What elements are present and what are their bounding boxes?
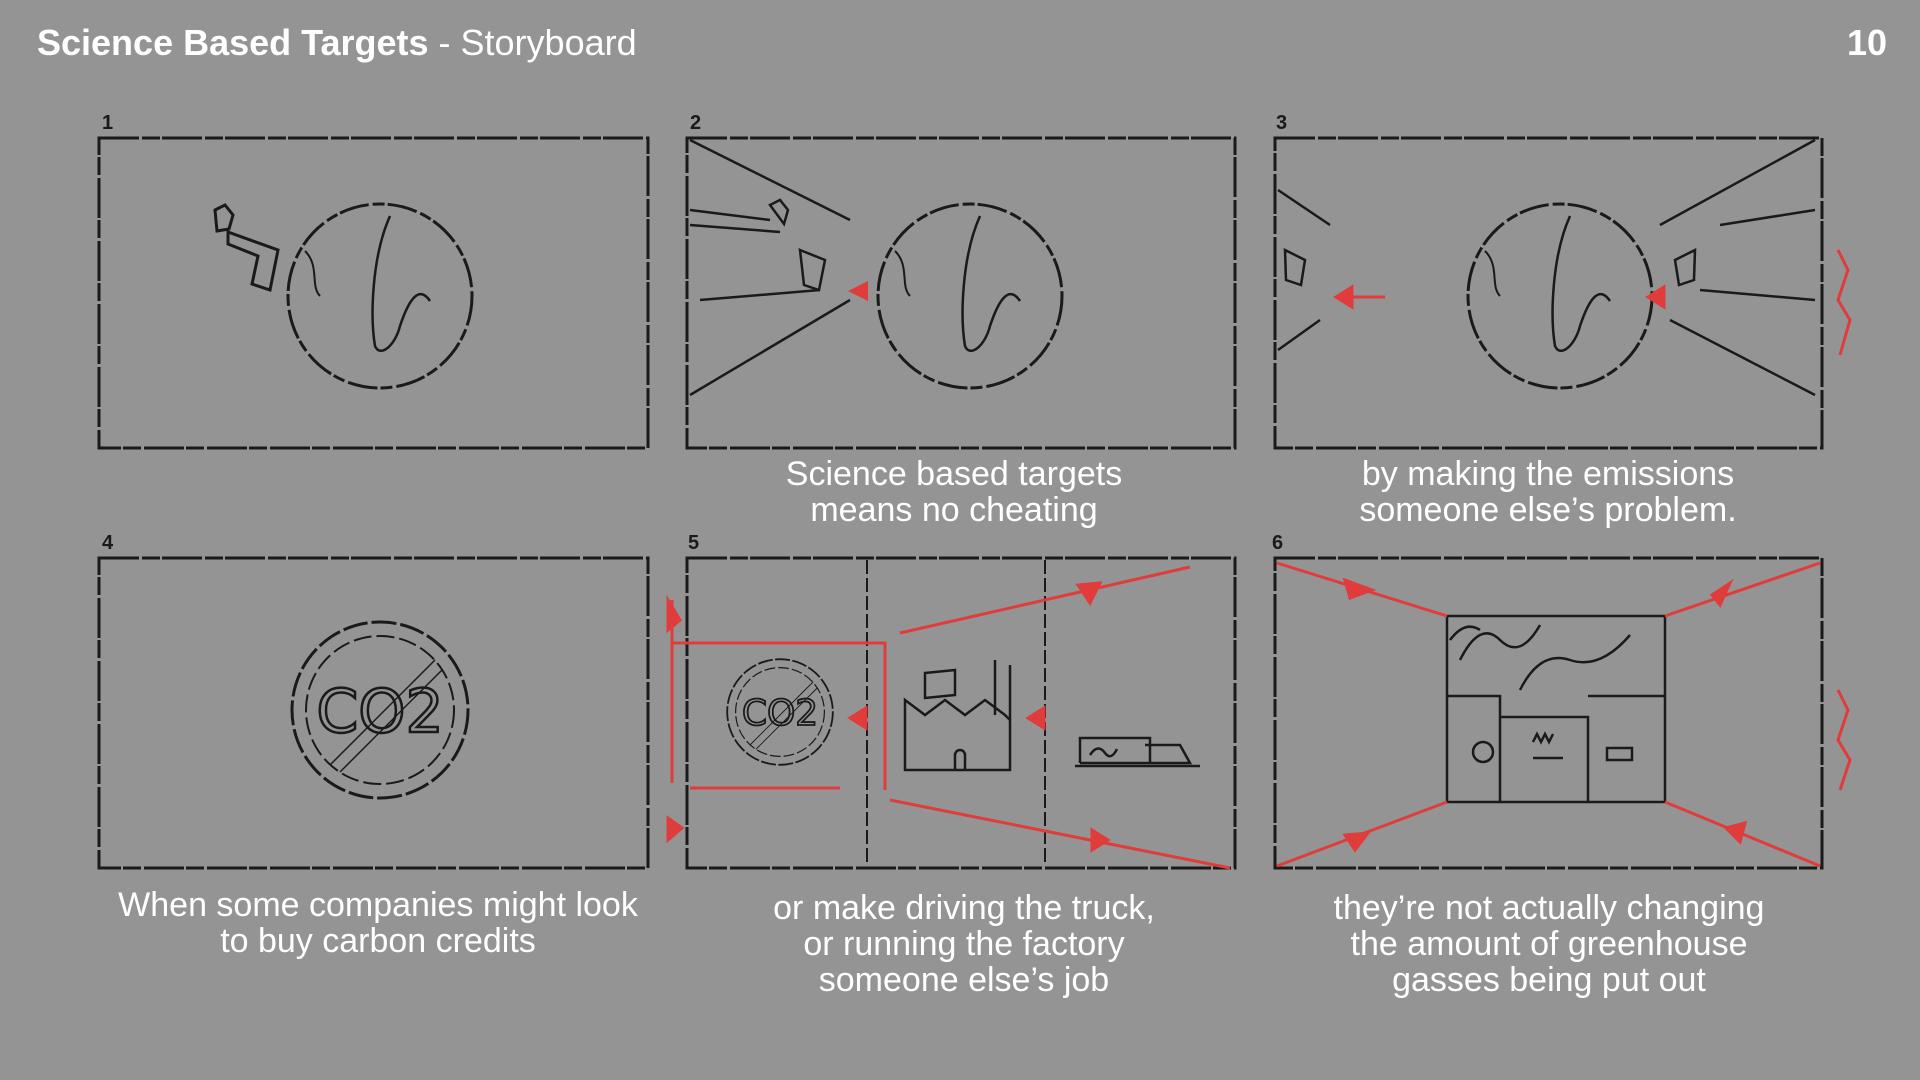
- panel-3-number: 3: [1276, 112, 1288, 134]
- panel-5-factory-sketch: [903, 660, 1012, 772]
- panel-2-frame: [685, 136, 1237, 450]
- panel-3-frame: [1273, 136, 1824, 450]
- panel-1-globe-sketch: [286, 202, 474, 390]
- caption-line: someone else’s problem.: [1359, 491, 1737, 529]
- panel-1-number: 1: [102, 112, 114, 134]
- panel-3-globe-sketch: [1466, 202, 1654, 390]
- panel-6-frame: [1273, 556, 1824, 870]
- panel-5-frame: [685, 556, 1237, 870]
- svg-text:CO2: CO2: [316, 677, 443, 747]
- panel-4-coin-sketch: CO2: [290, 620, 470, 800]
- panel-3-caption: by making the emissions someone else’s p…: [1248, 456, 1848, 528]
- panel-5-arrows: [666, 565, 1231, 870]
- panel-3-hands-sketch: [1277, 138, 1816, 397]
- panel-6-number: 6: [1272, 532, 1284, 554]
- caption-line: they’re not actually changing: [1333, 889, 1765, 927]
- title-bold: Science Based Targets: [37, 22, 429, 63]
- caption-line: by making the emissions: [1361, 455, 1735, 493]
- caption-line: someone else’s job: [818, 961, 1110, 999]
- caption-line: the amount of greenhouse: [1350, 925, 1748, 963]
- panel-1-frame: [97, 136, 650, 450]
- panel-6-arrows: [1276, 561, 1852, 868]
- page-title: Science Based Targets - Storyboard: [37, 22, 637, 64]
- panel-3-arrows: [1333, 249, 1852, 356]
- panel-2-globe-sketch: [876, 202, 1064, 390]
- panel-4-number: 4: [102, 532, 114, 554]
- page-number: 10: [1846, 22, 1887, 63]
- caption-line: gasses being put out: [1392, 961, 1706, 999]
- caption-line: or make driving the truck,: [773, 889, 1155, 927]
- panel-4-caption: When some companies might look to buy ca…: [78, 887, 678, 959]
- panel-2-hand-sketch: [689, 138, 851, 397]
- panel-4-frame: [97, 556, 650, 870]
- caption-line: or running the factory: [803, 925, 1125, 963]
- panel-2-arrow: [848, 281, 868, 301]
- caption-line: Science based targets: [785, 455, 1123, 493]
- panel-1-factory-sketch: [213, 203, 280, 292]
- panel-2-number: 2: [690, 112, 702, 134]
- panel-5-number: 5: [688, 532, 700, 554]
- svg-text:CO2: CO2: [742, 693, 818, 734]
- panel-5-truck-sketch: [1075, 736, 1200, 768]
- panel-5-coin-sketch: CO2: [726, 658, 834, 766]
- caption-line: means no cheating: [810, 491, 1098, 529]
- panel-5-caption: or make driving the truck, or running th…: [664, 890, 1264, 998]
- panel-6-building-sketch: [1445, 614, 1667, 804]
- caption-line: to buy carbon credits: [220, 922, 536, 960]
- panel-2-caption: Science based targets means no cheating: [654, 456, 1254, 528]
- panel-6-caption: they’re not actually changing the amount…: [1249, 890, 1849, 998]
- caption-line: When some companies might look: [118, 886, 638, 924]
- title-subtitle: - Storyboard: [428, 22, 637, 63]
